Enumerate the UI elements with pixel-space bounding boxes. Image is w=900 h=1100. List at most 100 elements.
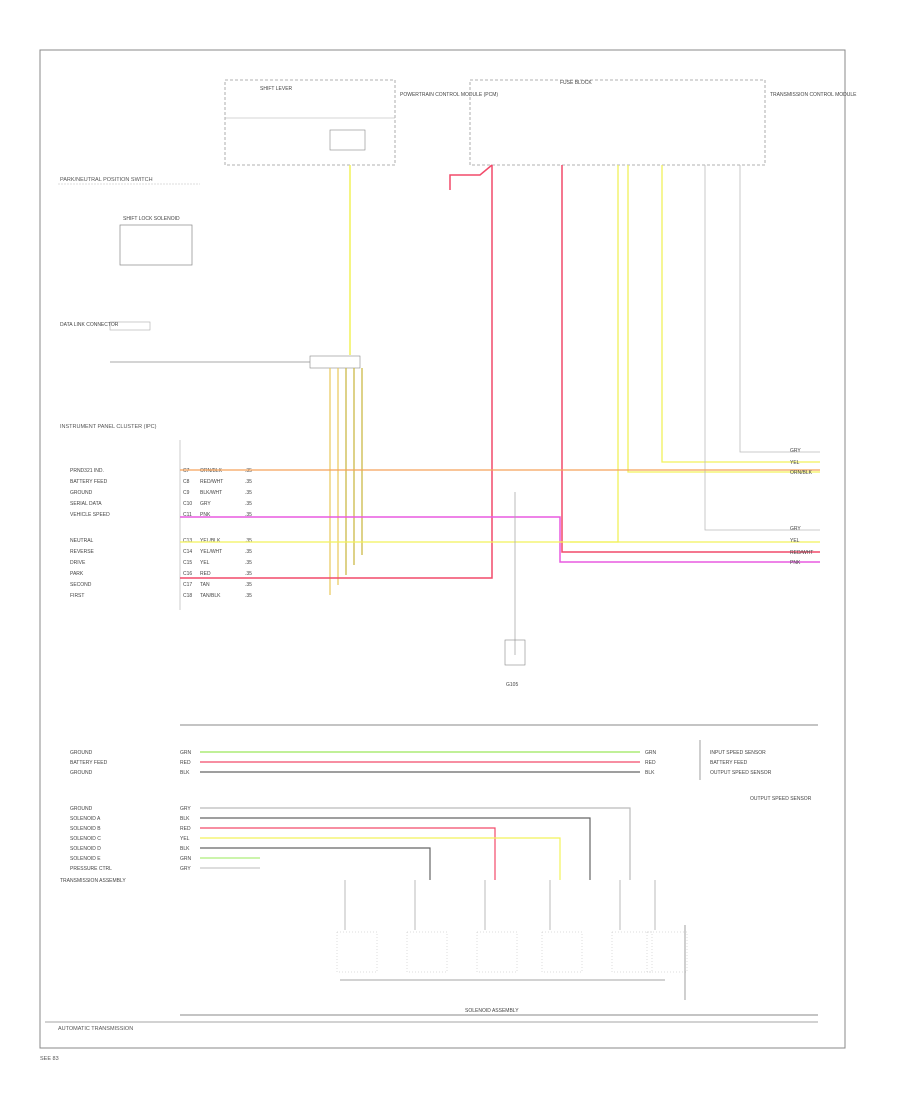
solenoid-coil (611, 931, 653, 973)
ipc-pin-label: VEHICLE SPEED (70, 512, 110, 518)
ipc-pin-label: NEUTRAL (70, 538, 94, 544)
wire-pink-top (449, 164, 493, 190)
ipc-pin-number: C16 (183, 571, 192, 577)
ipc-pin-label: GROUND (70, 490, 93, 496)
trans-top-wire-label: BATTERY FEED (70, 760, 108, 766)
right-wire-label: ORN/BLK (790, 470, 813, 476)
wire-yellow-v1 (180, 165, 619, 543)
trans-bottom-wires: GROUND GRY SOLENOID A BLK SOLENOID B RED SOLEN… (70, 806, 631, 880)
trans-bottom-wire-label: SOLENOID C (70, 836, 101, 842)
trans-top-wire-code: RED (180, 760, 191, 766)
trans-top-right-label: OUTPUT SPEED SENSOR (710, 770, 772, 776)
legend-label: AUTOMATIC TRANSMISSION (58, 1026, 133, 1032)
ipc-pin-gauge: .35 (245, 549, 252, 555)
trans-bottom-wire-code: GRN (180, 856, 192, 862)
ipc-pin-gauge: .35 (245, 538, 252, 544)
ipc-pin-wire: RED/WHT (200, 479, 223, 485)
trans-bottom-wire-code: GRY (180, 806, 191, 812)
shift-lever-box (224, 79, 396, 166)
trans-bottom-wire (200, 827, 496, 880)
wire-magenta (180, 516, 820, 563)
ipc-pin-number: C8 (183, 479, 190, 485)
ipc-pin-number: C11 (183, 512, 192, 518)
data-link-label: DATA LINK CONNECTOR (60, 322, 119, 328)
ipc-pin-gauge: .35 (245, 501, 252, 507)
trans-bottom-wire-code: BLK (180, 816, 190, 822)
solenoid-bottom-label: SOLENOID ASSEMBLY (465, 1008, 519, 1014)
ipc-pin-wire: TAN (200, 582, 210, 588)
trans-bottom-wire (200, 817, 591, 880)
solenoid-coil (646, 931, 688, 973)
ipc-pin-gauge: .35 (245, 479, 252, 485)
trans-bottom-wire-label: GROUND (70, 806, 93, 812)
ipc-pin-label: SECOND (70, 582, 92, 588)
fuse-block-label: FUSE BLOCK (560, 80, 592, 86)
trans-top-right-label: INPUT SPEED SENSOR (710, 750, 766, 756)
ipc-pin-number: C9 (183, 490, 190, 496)
trans-top-wire-code-right: BLK (645, 770, 655, 776)
trans-bottom-wire (200, 807, 631, 880)
solenoid-coil (406, 931, 448, 973)
data-link-box (109, 321, 151, 331)
tcm-label: TRANSMISSION CONTROL MODULE (770, 92, 857, 98)
trans-bottom-wire-label: PRESSURE CTRL (70, 866, 112, 872)
trans-top-right-labels: INPUT SPEED SENSOR BATTERY FEED OUTPUT SPE… (710, 750, 772, 776)
ground-block (504, 639, 526, 666)
ipc-pin-wire: RED (200, 571, 211, 577)
right-wire-label: PNK (790, 560, 801, 566)
ipc-pin-gauge: .35 (245, 593, 252, 599)
ipc-pin-label: REVERSE (70, 549, 95, 555)
ipc-pin-wire: GRY (200, 501, 211, 507)
trans-bottom-wire-code: RED (180, 826, 191, 832)
shift-lock-box (119, 224, 193, 266)
ipc-pin-label: SERIAL DATA (70, 501, 102, 507)
diagram-border (39, 49, 846, 1049)
ipc-pin-wire: ORN/BLK (200, 468, 223, 474)
trans-top-wire-code: BLK (180, 770, 190, 776)
ipc-pin-gauge: .35 (245, 512, 252, 518)
ipc-pin-wire: YEL/WHT (200, 549, 222, 555)
right-wire-label: YEL (790, 460, 800, 466)
ipc-pin-gauge: .35 (245, 560, 252, 566)
trans-top-wire-label: GROUND (70, 770, 93, 776)
right-wire-label: RED/WHT (790, 550, 813, 556)
trans-top-wire-code-right: RED (645, 760, 656, 766)
trans-top-right-label: BATTERY FEED (710, 760, 748, 766)
ipc-pin-label: DRIVE (70, 560, 86, 566)
ipc-pin-number: C14 (183, 549, 192, 555)
ipc-pin-number: C7 (183, 468, 190, 474)
wire-yellow-v2 (627, 165, 820, 473)
right-wire-label: GRY (790, 526, 801, 532)
ipc-pin-label: PRND321 IND. (70, 468, 104, 474)
ground-label: G105 (506, 682, 518, 688)
trans-bottom-left-label: TRANSMISSION ASSEMBLY (60, 878, 126, 884)
trans-bottom-wire-label: SOLENOID E (70, 856, 101, 862)
trans-bottom-wire-label: SOLENOID B (70, 826, 101, 832)
trans-top-wire-label: GROUND (70, 750, 93, 756)
wire-red-vertical (180, 165, 493, 579)
ipc-pin-number: C13 (183, 538, 192, 544)
ipc-pin-number: C10 (183, 501, 192, 507)
trans-bottom-wire-label: SOLENOID A (70, 816, 101, 822)
solenoid-assembly (336, 880, 688, 973)
ipc-pin-number: C15 (183, 560, 192, 566)
solenoid-coil (336, 931, 378, 973)
ipc-pin-wire: TAN/BLK (200, 593, 221, 599)
wire-red-vertical-2 (561, 165, 820, 553)
trans-bottom-wire-code: BLK (180, 846, 190, 852)
ipc-pin-wire: BLK/WHT (200, 490, 222, 496)
ipc-pin-gauge: .35 (245, 468, 252, 474)
ipc-pin-number: C18 (183, 593, 192, 599)
trans-bottom-wire (200, 837, 561, 880)
ipc-pin-label: PARK (70, 571, 84, 577)
connector-block (309, 355, 361, 369)
solenoid-coil (476, 931, 518, 973)
pcm-label: POWERTRAIN CONTROL MODULE (PCM) (400, 92, 498, 98)
ipc-pin-wire: PNK (200, 512, 211, 518)
ipc-pin-gauge: .35 (245, 582, 252, 588)
wire-yellow-v3 (661, 165, 820, 463)
ipc-header: INSTRUMENT PANEL CLUSTER (IPC) (60, 424, 157, 430)
